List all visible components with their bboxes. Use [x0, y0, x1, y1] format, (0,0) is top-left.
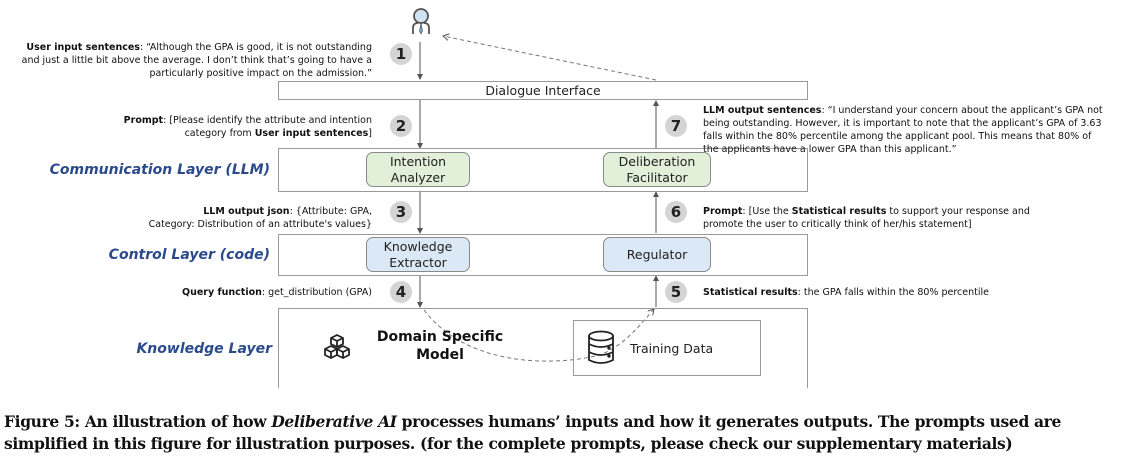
step6-line1-post: to support your response and	[886, 206, 1030, 217]
step-2-badge: 2	[390, 115, 412, 137]
step-5-badge: 5	[665, 281, 687, 303]
caption-line2: simplified in this figure for illustrati…	[4, 434, 1013, 453]
step1-line1: : “Although the GPA is good, it is not o…	[139, 42, 372, 53]
database-icon	[586, 330, 616, 366]
step2-annotation: Prompt: [Please identify the attribute a…	[0, 114, 372, 140]
caption-italic: Deliberative AI	[271, 412, 397, 431]
step7-annotation: LLM output sentences: “I understand your…	[703, 104, 1127, 156]
step7-label: LLM output sentences	[703, 105, 822, 116]
regulator-label: Regulator	[626, 246, 688, 262]
knowledge-extractor-line2: Extractor	[389, 254, 447, 270]
step7-line4: the applicants have a lower GPA than thi…	[703, 144, 957, 155]
dashed-arrow-to-user	[443, 36, 657, 81]
user-icon	[409, 6, 433, 36]
domain-specific-model: Domain Specific Model	[370, 328, 510, 364]
step6-line2: promote the user to critically think of …	[703, 219, 972, 230]
step-7-badge: 7	[665, 115, 687, 137]
step2-label: Prompt	[123, 115, 164, 126]
domain-model-line1: Domain Specific	[376, 329, 504, 345]
step1-line2: and just a little bit above the average.…	[21, 55, 372, 66]
dialogue-interface-label: Dialogue Interface	[485, 83, 601, 98]
deliberation-facilitator-line2: Facilitator	[626, 169, 688, 185]
step1-line3: particularly positive impact on the admi…	[149, 68, 372, 79]
step3-line1: : {Attribute: GPA,	[289, 206, 372, 217]
intention-analyzer-line1: Intention	[389, 153, 447, 169]
intention-analyzer-line2: Analyzer	[390, 169, 446, 185]
step6-line1-pre: : [Use the	[742, 206, 792, 217]
step6-label: Prompt	[703, 206, 743, 217]
knowledge-layer-box	[278, 308, 808, 388]
step7-line2: being outstanding. However, it is import…	[703, 118, 1102, 129]
step6-line1-bold: Statistical results	[791, 206, 887, 217]
step4-text: : get_distribution (GPA)	[261, 287, 372, 298]
figure-caption: Figure 5: An illustration of how Deliber…	[4, 411, 1127, 455]
step2-line2-post: ]	[368, 128, 372, 139]
step4-annotation: Query function: get_distribution (GPA)	[0, 286, 372, 299]
step6-annotation: Prompt: [Use the Statistical results to …	[703, 205, 1123, 231]
step7-line3: falls within the 80% percentile among th…	[703, 131, 1092, 142]
step3-label: LLM output json	[203, 206, 290, 217]
cubes-icon	[322, 333, 352, 363]
step5-annotation: Statistical results: the GPA falls withi…	[703, 286, 1123, 299]
step2-line1: : [Please identify the attribute and int…	[163, 115, 372, 126]
step5-text: : the GPA falls within the 80% percentil…	[797, 287, 989, 298]
step-4-badge: 4	[390, 281, 412, 303]
step4-label: Query function	[182, 287, 262, 298]
step-6-badge: 6	[665, 201, 687, 223]
deliberation-facilitator-line1: Deliberation	[618, 153, 696, 169]
training-data-box	[573, 320, 761, 376]
regulator: Regulator	[603, 237, 711, 272]
domain-model-line2: Model	[416, 347, 464, 363]
step3-line2: Category: Distribution of an attribute's…	[148, 219, 372, 230]
control-layer-label: Control Layer (code)	[108, 247, 270, 263]
training-data-label: Training Data	[630, 341, 714, 356]
control-layer-box	[278, 234, 808, 276]
knowledge-layer-label: Knowledge Layer	[136, 341, 272, 357]
caption-line1-rest: processes humans’ inputs and how it gene…	[396, 412, 1062, 431]
step2-line2-bold: User input sentences	[254, 128, 369, 139]
step2-line2-pre: category from	[184, 128, 255, 139]
dialogue-interface: Dialogue Interface	[278, 81, 808, 100]
step-1-badge: 1	[390, 43, 412, 65]
step-3-badge: 3	[390, 201, 412, 223]
step1-label: User input sentences	[26, 42, 140, 53]
step7-line1: : “I understand your concern about the a…	[821, 105, 1103, 116]
communication-layer-label: Communication Layer (LLM)	[49, 162, 270, 178]
step3-annotation: LLM output json: {Attribute: GPA, Catego…	[0, 205, 372, 231]
caption-prefix: Figure 5: An illustration of how	[4, 412, 272, 431]
knowledge-extractor-line1: Knowledge	[383, 238, 453, 254]
step1-annotation: User input sentences: “Although the GPA …	[0, 41, 372, 80]
step5-label: Statistical results	[703, 287, 798, 298]
